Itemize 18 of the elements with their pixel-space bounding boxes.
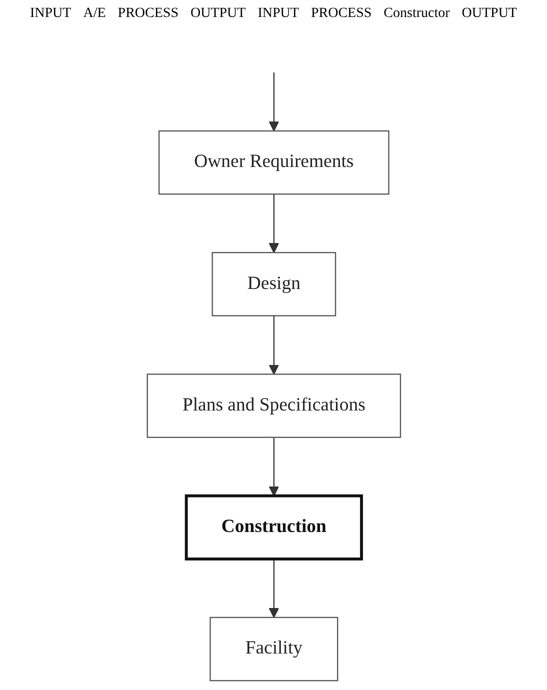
node-box: Owner Requirements xyxy=(158,130,389,195)
side-label: PROCESS xyxy=(310,6,372,22)
side-label: INPUT xyxy=(258,6,299,22)
side-label: PROCESS xyxy=(118,6,178,22)
node-box: Plans and Specifications xyxy=(146,374,401,438)
arrow xyxy=(268,72,279,132)
arrow xyxy=(268,559,279,618)
arrow xyxy=(268,194,279,254)
side-label: OUTPUT xyxy=(190,6,246,22)
node-box: Facility xyxy=(209,616,338,682)
side-label: A/E xyxy=(83,6,106,22)
arrow xyxy=(268,316,279,375)
node-box: Design xyxy=(211,252,336,316)
node-box: Construction xyxy=(184,494,363,560)
side-label: OUTPUT xyxy=(462,6,517,22)
arrow xyxy=(268,437,279,496)
side-label: INPUT xyxy=(30,6,72,22)
side-label: Constructor xyxy=(384,6,450,22)
